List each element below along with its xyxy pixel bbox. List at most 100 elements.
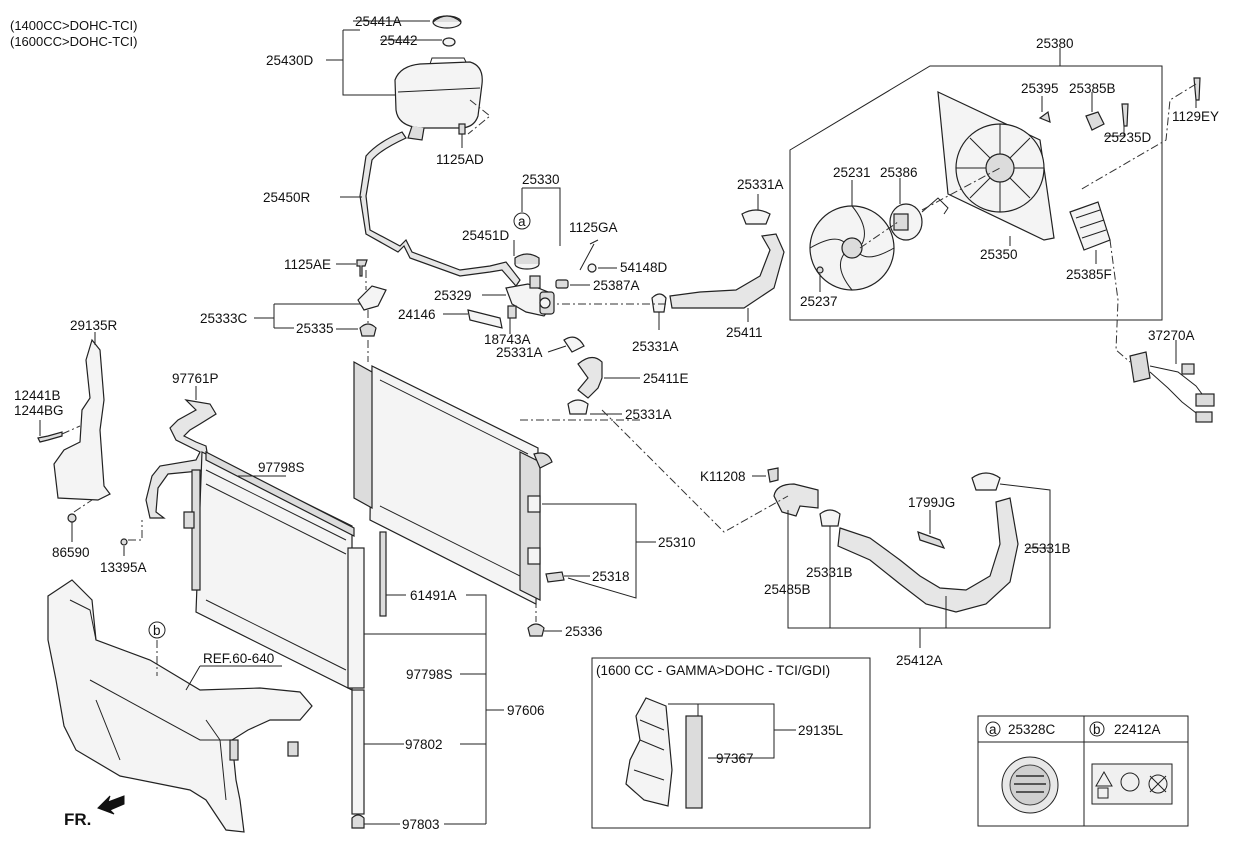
label-97367: 97367 bbox=[716, 751, 754, 766]
gasket-25387A[interactable] bbox=[555, 279, 569, 289]
inset-title: (1600 CC - GAMMA>DOHC - TCI/GDI) bbox=[596, 663, 830, 678]
reservoir-cap[interactable] bbox=[432, 15, 462, 29]
insulator-25336[interactable] bbox=[527, 623, 545, 637]
clip-K11208[interactable] bbox=[767, 467, 779, 483]
legend-b-part: 22412A bbox=[1114, 722, 1161, 737]
label-25310: 25310 bbox=[658, 535, 696, 550]
bracket-25333C[interactable] bbox=[357, 285, 387, 311]
radiator-cap[interactable] bbox=[514, 253, 540, 270]
hose-25412A[interactable] bbox=[837, 497, 1019, 613]
label-25485B: 25485B bbox=[764, 582, 811, 597]
label-25335: 25335 bbox=[296, 321, 334, 336]
seal-97367[interactable] bbox=[685, 715, 703, 809]
bolt-1125AE[interactable] bbox=[356, 259, 368, 277]
clamp-25331A-lower[interactable] bbox=[563, 336, 585, 353]
clip-1799JG[interactable] bbox=[917, 531, 946, 550]
elbow-25485B[interactable] bbox=[773, 483, 819, 517]
hose-25411E[interactable] bbox=[577, 356, 603, 399]
clamp-25331B-left[interactable] bbox=[819, 509, 841, 527]
desiccant-97802[interactable] bbox=[351, 689, 365, 815]
legend-b-letter: b bbox=[1093, 722, 1101, 737]
fan-shroud-25350[interactable] bbox=[937, 91, 1055, 241]
label-97803: 97803 bbox=[402, 817, 440, 832]
cap-97803[interactable] bbox=[351, 814, 365, 829]
label-25387A: 25387A bbox=[593, 278, 640, 293]
label-61491A: 61491A bbox=[410, 588, 457, 603]
resistor-25385F[interactable] bbox=[1069, 201, 1111, 251]
thermostat-housing[interactable] bbox=[505, 275, 555, 317]
label-25333C: 25333C bbox=[200, 311, 248, 326]
label-25395: 25395 bbox=[1021, 81, 1059, 96]
engine-variant-1600: (1600CC>DOHC-TCI) bbox=[10, 34, 138, 49]
label-25331A-right: 25331A bbox=[632, 339, 679, 354]
clip-25395[interactable] bbox=[1038, 110, 1051, 123]
callout-a: a bbox=[518, 214, 526, 229]
screw-1129EY[interactable] bbox=[1193, 77, 1201, 101]
air-guard-29135L[interactable] bbox=[625, 697, 673, 807]
label-1125AE: 1125AE bbox=[284, 257, 331, 272]
resistor-25385B[interactable] bbox=[1085, 111, 1105, 131]
caution-label-icon bbox=[1001, 756, 1059, 814]
label-13395A: 13395A bbox=[100, 560, 147, 575]
label-25318: 25318 bbox=[592, 569, 630, 584]
ref-label: REF.60-640 bbox=[203, 651, 274, 666]
label-37270A: 37270A bbox=[1148, 328, 1195, 343]
clamp-25331B-right[interactable] bbox=[971, 472, 1001, 491]
label-1244BG: 1244BG bbox=[14, 403, 64, 418]
label-25331B-left: 25331B bbox=[806, 565, 853, 580]
label-25412A: 25412A bbox=[896, 653, 943, 668]
condenser-seal-97798S[interactable] bbox=[205, 451, 355, 537]
label-97802: 97802 bbox=[405, 737, 443, 752]
label-18743A: 18743A bbox=[484, 332, 531, 347]
label-25231: 25231 bbox=[833, 165, 871, 180]
screw-25235D[interactable] bbox=[1121, 103, 1129, 127]
clamp-25331A-right[interactable] bbox=[651, 293, 667, 313]
inset-box-1600cc bbox=[591, 657, 871, 829]
air-guard-29135R[interactable] bbox=[53, 338, 111, 501]
label-1125AD: 1125AD bbox=[436, 152, 484, 167]
bracket-24146[interactable] bbox=[467, 309, 503, 329]
front-end-carrier[interactable] bbox=[47, 579, 313, 833]
nut-25237[interactable] bbox=[816, 266, 824, 274]
fan-motor-25386[interactable] bbox=[889, 197, 949, 241]
reservoir-bolt[interactable] bbox=[458, 123, 466, 135]
wiring-harness-37270A[interactable] bbox=[1129, 351, 1215, 423]
label-25385F: 25385F bbox=[1066, 267, 1112, 282]
fitting-54148D[interactable] bbox=[587, 263, 597, 273]
drain-plug-25318[interactable] bbox=[545, 571, 565, 583]
label-97761P: 97761P bbox=[172, 371, 219, 386]
bolt-86590[interactable] bbox=[67, 513, 77, 523]
coolant-reservoir[interactable] bbox=[394, 57, 483, 141]
receiver-drier[interactable] bbox=[347, 547, 365, 689]
label-97798S-bottom: 97798S bbox=[406, 667, 453, 682]
label-25336: 25336 bbox=[565, 624, 603, 639]
label-25331B-right: 25331B bbox=[1024, 541, 1071, 556]
label-24146: 24146 bbox=[398, 307, 436, 322]
label-54148D: 54148D bbox=[620, 260, 668, 275]
label-25330: 25330 bbox=[522, 172, 560, 187]
insulator-25335[interactable] bbox=[359, 323, 377, 337]
label-25235D: 25235D bbox=[1104, 130, 1152, 145]
label-25331A-lower: 25331A bbox=[496, 345, 543, 360]
label-25237: 25237 bbox=[800, 294, 838, 309]
hose-25411[interactable] bbox=[669, 233, 785, 309]
reservoir-seal[interactable] bbox=[442, 37, 456, 47]
clip-18743A[interactable] bbox=[507, 305, 517, 319]
seal-61491A[interactable] bbox=[379, 531, 387, 617]
engine-variant-1400: (1400CC>DOHC-TCI) bbox=[10, 18, 138, 33]
cooling-fan-25231[interactable] bbox=[809, 205, 895, 291]
bolt-13395A[interactable] bbox=[120, 538, 128, 546]
label-25331A-mid: 25331A bbox=[625, 407, 672, 422]
label-1799JG: 1799JG bbox=[908, 495, 955, 510]
label-25380: 25380 bbox=[1036, 36, 1074, 51]
warning-label-icon bbox=[1091, 763, 1173, 805]
label-25411E: 25411E bbox=[643, 371, 689, 386]
label-25411: 25411 bbox=[726, 325, 763, 340]
clip-12441B[interactable] bbox=[37, 431, 63, 443]
label-25451D: 25451D bbox=[462, 228, 510, 243]
legend-a-letter: a bbox=[989, 722, 997, 737]
clamp-25331A-mid[interactable] bbox=[567, 399, 589, 415]
circle-b-callout bbox=[148, 621, 166, 639]
clamp-25331A-top[interactable] bbox=[741, 209, 771, 225]
